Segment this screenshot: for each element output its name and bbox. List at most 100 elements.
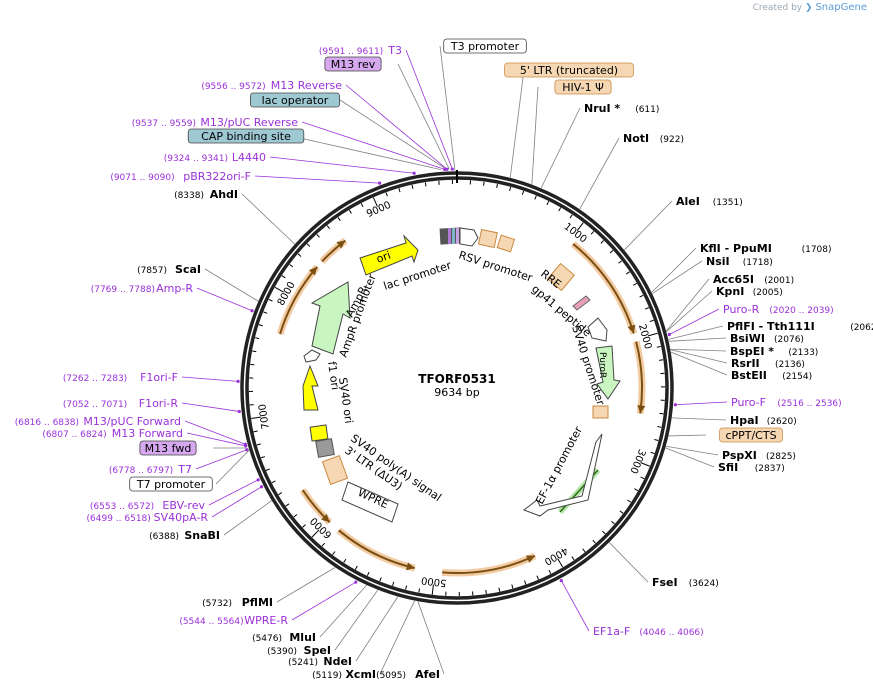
primer-marker-icon xyxy=(250,309,254,313)
snabi-enzyme-label: SnaBI xyxy=(184,529,220,542)
kfli-enzyme-label: KflI - PpuMI xyxy=(700,242,772,255)
ruler-tick xyxy=(659,359,664,361)
ruler-tick xyxy=(609,250,614,254)
scai-enzyme: ScaI(7857) xyxy=(137,263,201,276)
m13fwd-feature-label: M13 fwd xyxy=(145,442,192,455)
sv40-polya-feature-icon xyxy=(315,438,335,458)
ruler-tick xyxy=(372,197,378,207)
ahdi-enzyme-label: AhdI xyxy=(210,188,238,201)
t3-promoter-box xyxy=(443,38,527,54)
primer-marker-icon xyxy=(237,409,241,414)
ruler-tick xyxy=(366,571,370,576)
ruler-label: 7000 xyxy=(257,403,272,430)
f1ori-f-primer-label: F1ori-F xyxy=(140,371,178,384)
kpni-enzyme-coord: (2005) xyxy=(753,288,783,298)
lac-operator-label: lac operator xyxy=(262,94,329,107)
kfli-enzyme-coord: (1708) xyxy=(802,245,832,255)
leader-line xyxy=(675,401,728,406)
leader-line xyxy=(241,193,295,245)
leader-line xyxy=(334,589,379,651)
ruler-tick xyxy=(251,416,262,419)
purof-primer-coord: (2516 .. 2536) xyxy=(777,399,841,409)
ruler-tick xyxy=(306,243,311,247)
hiv1-psi: HIV-1 Ψ xyxy=(554,79,612,95)
ruler-tick xyxy=(302,524,306,528)
m13-forward-label: M13 Forward xyxy=(112,427,183,440)
ruler-tick xyxy=(625,271,630,275)
orf-arc xyxy=(572,243,635,334)
ebvrev-primer: EBV-rev(6553 .. 6572) xyxy=(90,499,206,512)
leader-line xyxy=(651,247,697,293)
f1ori-r-primer-label: F1ori-R xyxy=(139,397,179,410)
nsii-enzyme-label: NsiI xyxy=(706,255,730,268)
mlui-enzyme-label: MluI xyxy=(289,631,316,644)
ori-arrow-icon xyxy=(359,234,419,276)
ruler-tick xyxy=(337,217,341,221)
leader-line xyxy=(254,175,380,184)
primer-marker-icon xyxy=(245,448,249,452)
leader-line xyxy=(665,445,719,456)
m13fwd-feature: M13 fwd xyxy=(139,440,197,456)
ruler-tick xyxy=(271,480,276,484)
ruler-tick xyxy=(354,565,358,570)
ltr5-feature-icon xyxy=(477,228,498,249)
spei-enzyme-coord: (5390) xyxy=(267,647,297,657)
ruler-tick xyxy=(618,260,622,264)
ruler-tick xyxy=(321,542,325,547)
ruler-tick xyxy=(649,319,654,323)
puror-primer-coord: (2020 .. 2039) xyxy=(769,306,833,316)
ruler-tick xyxy=(424,182,427,187)
snabi-enzyme-coord: (6388) xyxy=(149,532,179,542)
l4440-primer-coord: (9324 .. 9341) xyxy=(164,154,228,164)
rsrii-enzyme-label: RsrII xyxy=(731,357,760,370)
ruler-tick xyxy=(274,286,284,293)
bsteii-enzyme-label: BstEII xyxy=(731,369,767,382)
ruler-label: 4000 xyxy=(542,544,570,566)
ef1a-promoter-arrow-icon xyxy=(522,433,603,517)
leader-line xyxy=(319,584,367,638)
sv40pa-primer-label: SV40pA-R xyxy=(154,511,209,524)
sv40pa-primer: SV40pA-R(6499 .. 6518) xyxy=(87,511,209,524)
ruler-tick xyxy=(332,551,336,555)
acc65i-enzyme-coord: (2001) xyxy=(764,276,794,286)
ruler-tick xyxy=(278,492,283,496)
ruler-tick xyxy=(431,584,434,595)
ruler-tick xyxy=(385,192,388,197)
puror-primer-label: Puro-R xyxy=(723,303,760,316)
leader-line xyxy=(670,351,728,376)
cppt-feature-icon xyxy=(592,405,609,419)
ampr-arrow-icon xyxy=(310,281,351,355)
ruler-tick xyxy=(405,585,408,590)
hpai-enzyme-label: HpaI xyxy=(730,414,759,427)
leader-line xyxy=(665,447,715,468)
ltr5-label: 5' LTR (truncated) xyxy=(520,64,618,77)
ruler-tick xyxy=(411,184,414,189)
ruler-tick xyxy=(498,587,501,592)
t7-primer-coord: (6778 .. 6797) xyxy=(109,466,173,476)
pflfi-enzyme-label: PflFI - Tth111I xyxy=(727,320,815,333)
leader-line xyxy=(208,479,259,506)
ampr-primer-coord: (7769 .. 7788) xyxy=(91,285,155,295)
leader-line xyxy=(668,434,707,437)
puror-arrow-icon xyxy=(595,345,621,400)
m13puc-forward: M13/pUC Forward(6816 .. 6838) xyxy=(15,415,181,428)
t3-promoter: T3 promoter xyxy=(443,38,527,54)
ruler-tick xyxy=(569,214,573,219)
lac-operator: lac operator xyxy=(249,92,340,108)
leader-line xyxy=(211,486,262,518)
leader-line xyxy=(204,268,259,302)
leader-line xyxy=(181,402,240,412)
primer-marker-icon xyxy=(259,485,264,489)
leader-line xyxy=(417,601,445,675)
ruler-tick xyxy=(392,581,395,586)
m13reverse-primer-label: M13 Reverse xyxy=(271,79,342,92)
ef1a-primer-coord: (4046 .. 4066) xyxy=(639,628,703,638)
ruler-tick xyxy=(260,456,266,459)
wpre-primer-coord: (5544 .. 5564) xyxy=(179,617,243,627)
ebvrev-primer-label: EBV-rev xyxy=(162,499,205,512)
l4440-primer-label: L4440 xyxy=(232,151,266,164)
ruler-tick xyxy=(592,539,596,544)
wpre-primer: WPRE-R(5544 .. 5564) xyxy=(179,614,288,627)
